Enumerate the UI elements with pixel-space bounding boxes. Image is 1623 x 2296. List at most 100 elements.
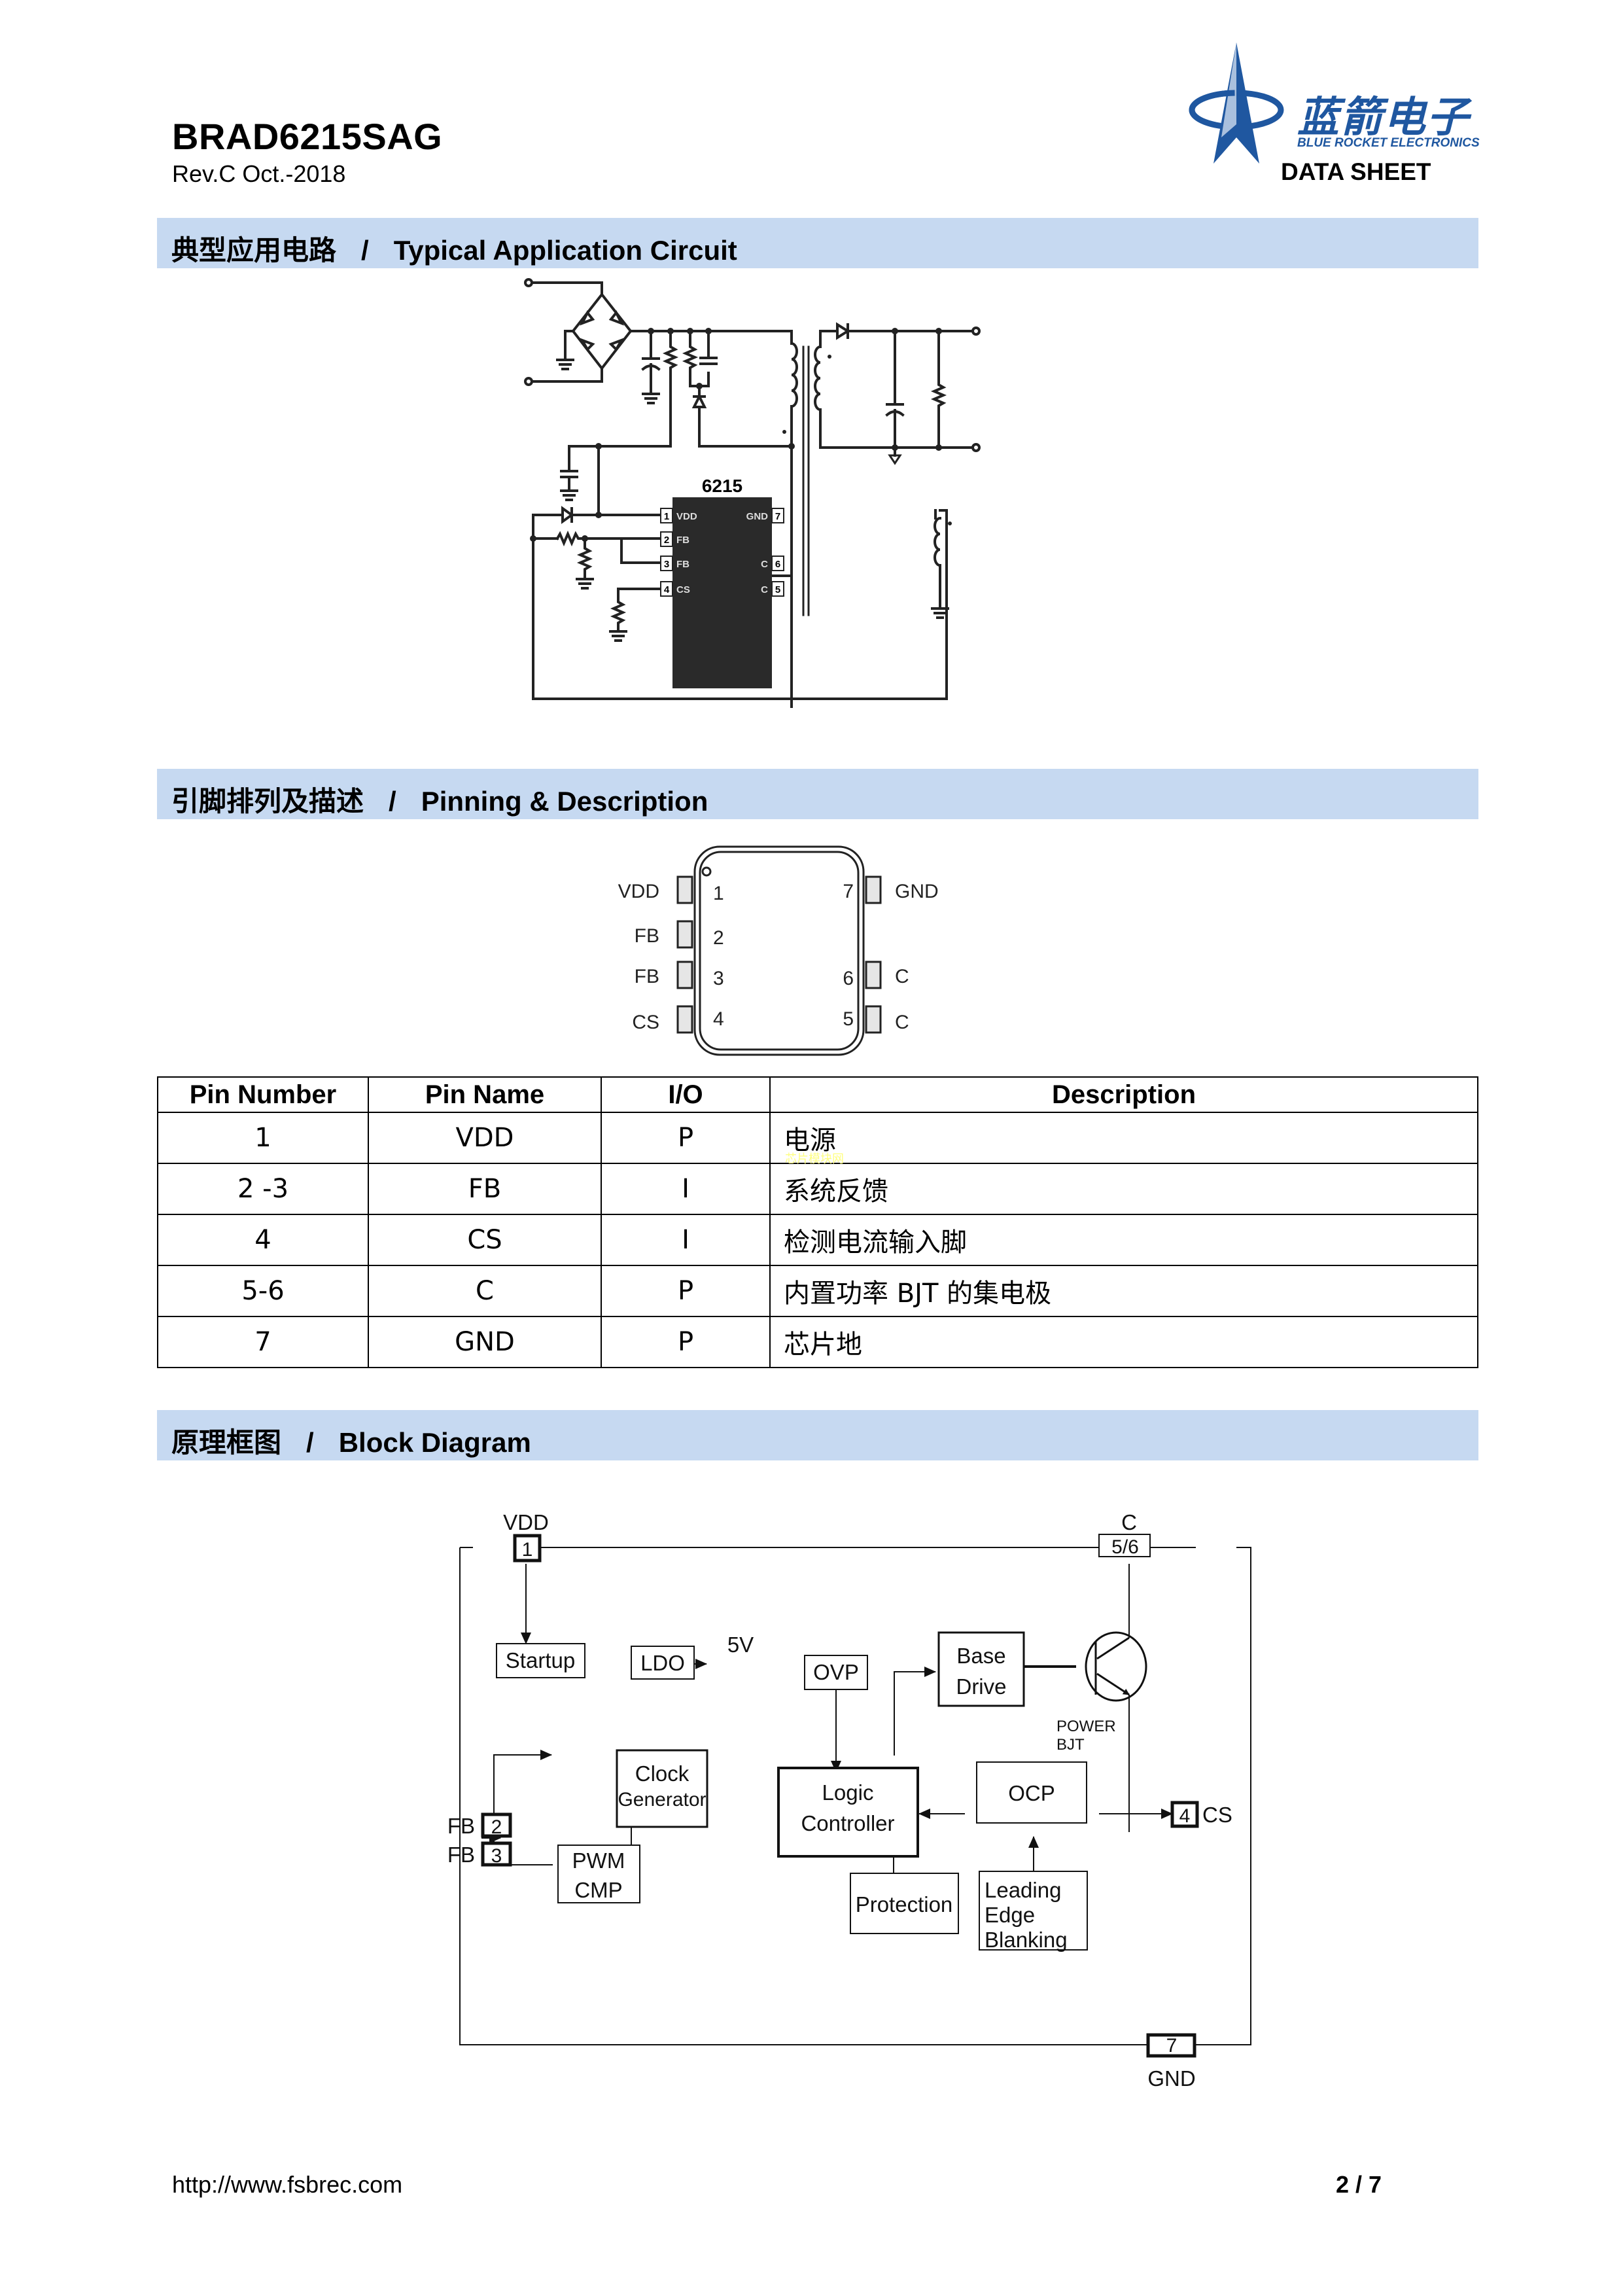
ic-pin-name: CS (676, 584, 690, 595)
package-pin-number: 1 (713, 883, 724, 904)
doc-type: DATA SHEET (1281, 158, 1431, 185)
pin-label-vdd: VDD (503, 1510, 549, 1534)
logo-english: BLUE ROCKET ELECTRONICS (1297, 136, 1480, 150)
pin-number-cell: 5-6 (157, 1265, 369, 1317)
ic-pin-number: 3 (664, 559, 669, 570)
pin-label-gnd: GND (1147, 2066, 1195, 2091)
pin-label-fb: FB (447, 1843, 475, 1867)
clock-generator-block (616, 1749, 708, 1828)
ic-pin-name: C (761, 584, 768, 595)
pin-number-c: 5/6 (1111, 1536, 1139, 1558)
pin-number-fb: 2 (491, 1816, 502, 1838)
io-cell: P (601, 1112, 771, 1164)
ic-pin-name: GND (746, 511, 769, 522)
pin-2-box (481, 1812, 512, 1838)
section-title-en: Block Diagram (338, 1427, 531, 1458)
ic-pin-name: FB (676, 559, 689, 570)
description-cell: 内置功率 BJT 的集电极 (769, 1265, 1478, 1317)
pin-name-cell: CS (368, 1214, 602, 1266)
table-row: 5-6 C P 内置功率 BJT 的集电极 (157, 1265, 1478, 1317)
table-header-row: Pin Number Pin Name I/O Description (157, 1076, 1478, 1113)
section-separator: / (389, 786, 396, 817)
pin-number-fb: 3 (491, 1845, 502, 1867)
ic-pin-number: 1 (664, 511, 669, 522)
pwm-cmp-block (557, 1845, 640, 1903)
pin-description-table: Pin Number Pin Name I/O Description 1 VD… (157, 1076, 1478, 1368)
package-pin-number: 3 (713, 968, 724, 989)
package-pin-number: 4 (713, 1008, 724, 1030)
clock-generator-label: Clock (635, 1761, 689, 1786)
pin-label-fb: FB (447, 1814, 475, 1838)
pwm-cmp-label: PWM (572, 1848, 625, 1873)
company-logo: 蓝箭电子 BLUE ROCKET ELECTRONICS (1187, 39, 1488, 170)
ic-pin-number: 6 (775, 559, 780, 570)
ic-label: 6215 (702, 476, 742, 496)
package-pin-name: GND (895, 881, 939, 902)
table-row: 1 VDD P 电源芯片模块网 (157, 1112, 1478, 1166)
ldo-label: LDO (640, 1651, 685, 1675)
startup-label: Startup (506, 1648, 575, 1672)
pin-number-cell: 1 (157, 1112, 369, 1164)
section-title-en: Typical Application Circuit (393, 235, 737, 266)
logo-chinese: 蓝箭电子 (1297, 94, 1470, 142)
package-pin-number: 6 (843, 968, 854, 989)
application-circuit: 6215 1 VDD 2 FB 3 FB 4 CS 7 GND 6 C 5 C (524, 278, 981, 708)
pin-number-cell: 2 -3 (157, 1163, 369, 1215)
section-title-en: Pinning & Description (421, 786, 708, 817)
column-header-pin-name: Pin Name (368, 1076, 602, 1113)
part-number: BRAD6215SAG (172, 116, 443, 157)
section-header-pinning: 引脚排列及描述 / Pinning & Description (157, 769, 1478, 819)
startup-block (496, 1643, 585, 1678)
page-number: 2 / 7 (1336, 2171, 1382, 2198)
protection-block (850, 1873, 959, 1934)
pin-name-cell: FB (368, 1163, 602, 1215)
base-drive-block (937, 1631, 1025, 1707)
package-pinout: VDD FB FB CS 1 2 3 4 7 6 5 GND C C (618, 845, 939, 1056)
logic-controller-label: Logic (822, 1780, 874, 1805)
pin-number-vdd: 1 (522, 1539, 533, 1561)
package-pin-name: C (895, 966, 909, 987)
pin-label-cs: CS (1202, 1803, 1232, 1827)
pin-3-box (481, 1841, 512, 1867)
package-pin-name: C (895, 1012, 909, 1033)
section-separator: / (361, 235, 369, 266)
table-row: 2 -3 FB I 系统反馈 (157, 1163, 1478, 1215)
base-drive-label: Drive (956, 1674, 1006, 1699)
pin-number-cs: 4 (1179, 1805, 1191, 1827)
package-pin-name: VDD (618, 881, 659, 902)
pin-7-box (1146, 2033, 1196, 2058)
power-bjt-label: BJT (1056, 1736, 1085, 1754)
column-header-io: I/O (601, 1076, 771, 1113)
section-separator: / (306, 1427, 314, 1458)
description-cell: 电源芯片模块网 (769, 1112, 1478, 1166)
io-cell: I (601, 1163, 771, 1215)
package-pin-number: 7 (843, 881, 854, 902)
footer-url[interactable]: http://www.fsbrec.com (172, 2171, 403, 2198)
ovp-block (804, 1655, 868, 1690)
leb-label: Blanking (985, 1928, 1068, 1952)
table-row: 4 CS I 检测电流输入脚 (157, 1214, 1478, 1266)
description-cell: 系统反馈 (769, 1163, 1478, 1215)
table-row: 7 GND P 芯片地 (157, 1316, 1478, 1368)
section-title-cn: 引脚排列及描述 (171, 785, 364, 817)
watermark-text: 芯片模块网 (785, 1152, 844, 1166)
ldo-output-label: 5V (727, 1633, 754, 1657)
ovp-label: OVP (813, 1660, 859, 1684)
package-pin-number: 2 (713, 927, 724, 949)
logic-controller-label: Controller (801, 1811, 894, 1835)
leb-label: Edge (985, 1903, 1035, 1927)
pin-1-box (513, 1534, 542, 1563)
pin-name-cell: GND (368, 1316, 602, 1368)
package-pin-name: CS (632, 1012, 659, 1033)
ocp-label: OCP (1008, 1781, 1055, 1805)
revision: Rev.C Oct.-2018 (172, 160, 346, 187)
column-header-pin-number: Pin Number (157, 1076, 369, 1113)
package-pin-name: FB (635, 925, 659, 947)
description-cell: 芯片地 (769, 1316, 1478, 1368)
protection-label: Protection (856, 1892, 953, 1916)
ic-6215-body (672, 497, 772, 688)
pin1-marker-icon (701, 866, 712, 877)
pin-name-cell: VDD (368, 1112, 602, 1164)
section-header-block-diagram: 原理框图/Block Diagram (157, 1410, 1478, 1460)
section-header-application: 典型应用电路/Typical Application Circuit (157, 218, 1478, 268)
